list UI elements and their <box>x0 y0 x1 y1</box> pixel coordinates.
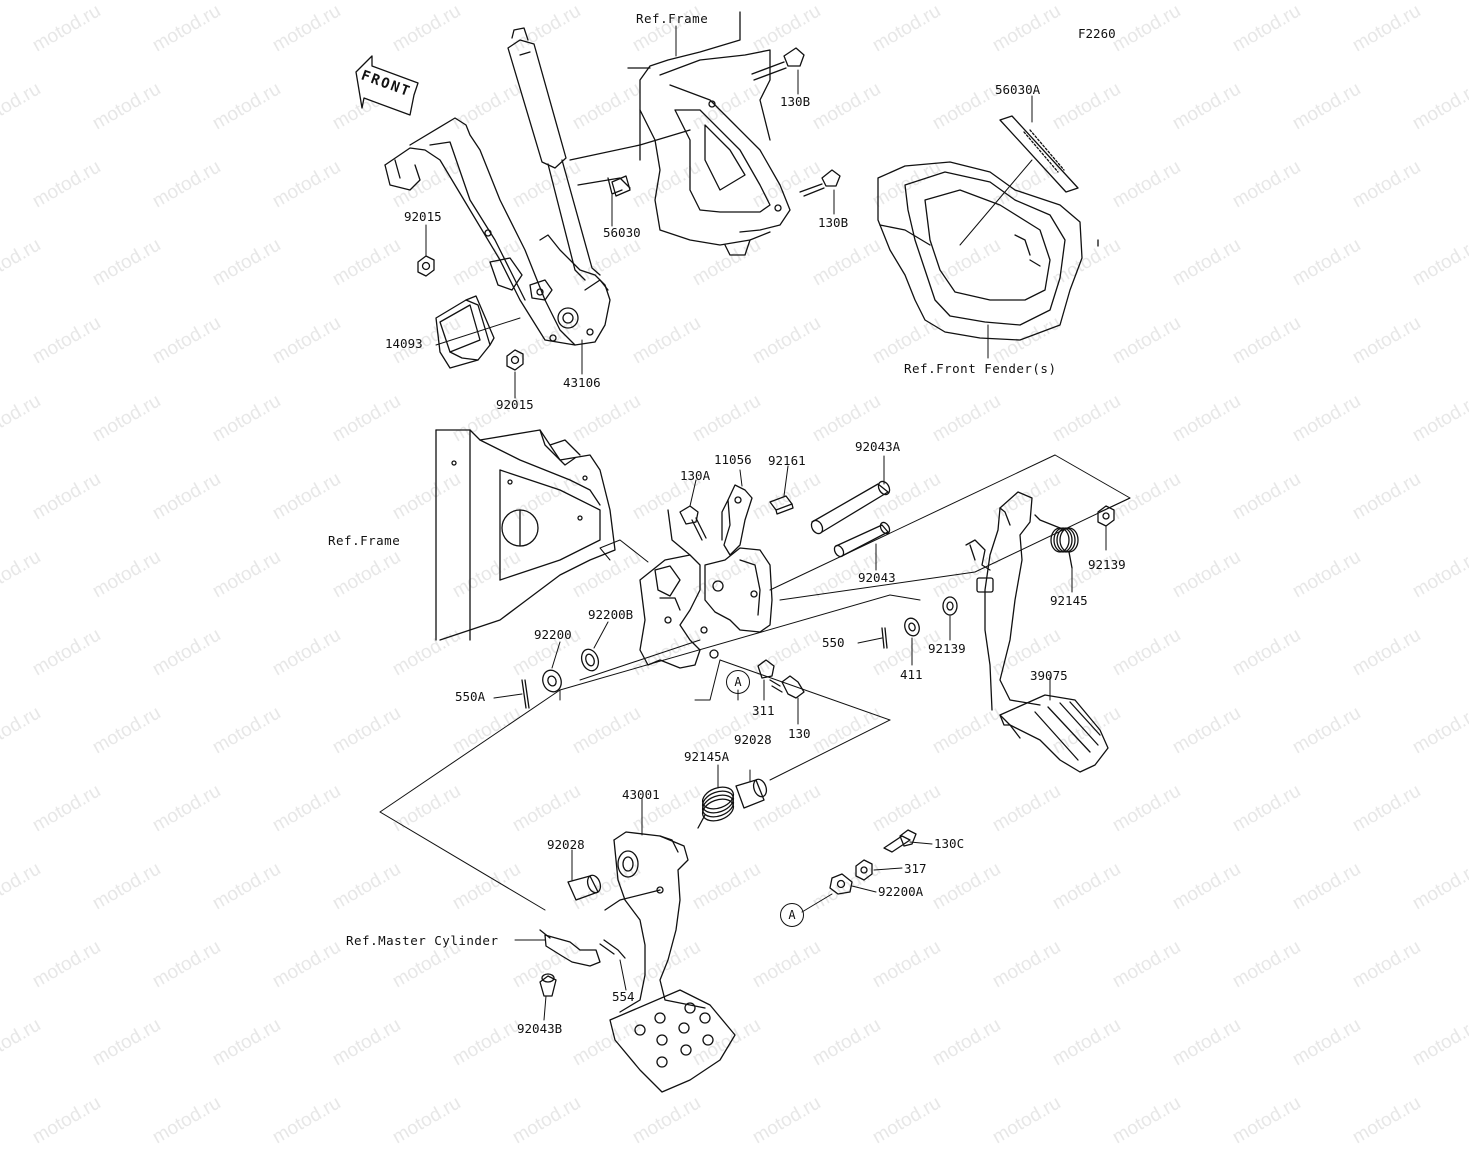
ref-front-fender: Ref.Front Fender(s) <box>904 361 1057 376</box>
part-label-550: 550 <box>822 635 845 650</box>
decal-56030A <box>999 115 1079 193</box>
part-label-92043b: 92043B <box>517 1021 563 1036</box>
bolt-130C <box>883 829 917 853</box>
part-label-554: 554 <box>612 989 635 1004</box>
master-cylinder-clevis <box>539 929 626 967</box>
bolts-130B <box>751 47 841 197</box>
part-label-130b-top: 130B <box>780 94 811 109</box>
pedal-39075 <box>965 491 1109 773</box>
bracket-11056 <box>721 484 753 556</box>
assembly-lines <box>379 454 1131 911</box>
part-label-92200a: 92200A <box>878 884 924 899</box>
diagram-drawing <box>355 11 1131 1093</box>
washers <box>904 596 958 637</box>
bracket-14093 <box>435 295 495 369</box>
part-label-92145a: 92145A <box>684 749 730 764</box>
diagram-code: F2260 <box>1078 26 1116 41</box>
pedal-bracket <box>639 509 773 669</box>
bushing-92028-lower <box>567 874 602 901</box>
part-label-92139-mid: 92139 <box>928 641 966 656</box>
nut-317 <box>855 859 873 881</box>
pad-92161 <box>769 495 794 515</box>
nut-311-bolt-130 <box>757 659 805 699</box>
part-label-39075: 39075 <box>1030 668 1068 683</box>
part-label-317: 317 <box>904 861 927 876</box>
pin-92043B <box>539 973 557 997</box>
part-label-311: 311 <box>752 703 775 718</box>
bolt-130A <box>679 505 707 541</box>
brake-pedal-43001 <box>604 831 736 1093</box>
callout-a-upper: A <box>726 670 750 694</box>
part-label-411: 411 <box>900 667 923 682</box>
part-label-14093: 14093 <box>385 336 423 351</box>
part-label-92200: 92200 <box>534 627 572 642</box>
ref-frame-top: Ref.Frame <box>636 11 709 26</box>
part-label-130: 130 <box>788 726 811 741</box>
spring-92145A <box>697 786 735 829</box>
frame-bracket-top <box>569 11 791 256</box>
spring-92145 <box>1034 514 1079 569</box>
part-label-92145: 92145 <box>1050 593 1088 608</box>
part-label-43106: 43106 <box>563 375 601 390</box>
cotter-pins <box>521 627 888 709</box>
part-label-92161: 92161 <box>768 453 806 468</box>
part-label-92139-right: 92139 <box>1088 557 1126 572</box>
part-label-56030a: 56030A <box>995 82 1041 97</box>
ref-master-cylinder: Ref.Master Cylinder <box>346 933 499 948</box>
frame-mid <box>435 429 616 641</box>
pins-92043 <box>810 480 891 558</box>
clip-56030 <box>611 175 631 197</box>
part-label-550a: 550A <box>455 689 486 704</box>
callout-a-lower: A <box>780 903 804 927</box>
part-label-56030: 56030 <box>603 225 641 240</box>
leader-lines <box>425 25 1107 1021</box>
part-label-92028-lower: 92028 <box>547 837 585 852</box>
part-label-130c: 130C <box>934 836 965 851</box>
front-fender <box>877 161 1099 341</box>
part-label-92043: 92043 <box>858 570 896 585</box>
part-label-92043a: 92043A <box>855 439 901 454</box>
nut-92139 <box>1097 505 1115 527</box>
part-label-43001: 43001 <box>622 787 660 802</box>
part-label-92028-upper: 92028 <box>734 732 772 747</box>
part-label-92200b: 92200B <box>588 607 634 622</box>
clip-92200A <box>829 873 853 895</box>
bushings-92200 <box>542 648 600 693</box>
front-arrow-shape <box>355 55 419 116</box>
bushing-92028-upper <box>735 778 768 809</box>
part-label-11056: 11056 <box>714 452 752 467</box>
part-label-130b-lower: 130B <box>818 215 849 230</box>
part-label-92015-lower: 92015 <box>496 397 534 412</box>
part-label-92015-upper: 92015 <box>404 209 442 224</box>
ref-frame-mid: Ref.Frame <box>328 533 401 548</box>
hand-brake-lever <box>384 27 631 346</box>
part-label-130a: 130A <box>680 468 711 483</box>
